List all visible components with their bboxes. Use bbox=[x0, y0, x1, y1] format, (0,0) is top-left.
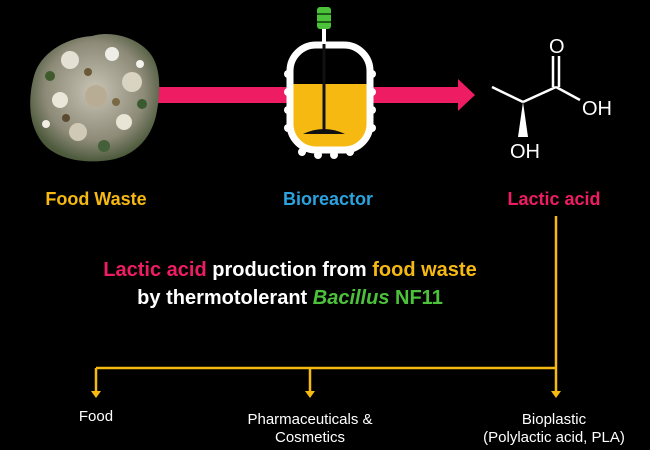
headline-line-2: by thermotolerant Bacillus NF11 bbox=[0, 284, 580, 312]
headline-lactic-acid: Lactic acid bbox=[103, 259, 207, 281]
acid-hydroxyl-label: OH bbox=[582, 98, 612, 120]
headline-bacillus: Bacillus bbox=[312, 287, 390, 309]
application-pharma-line-1: Pharmaceuticals & bbox=[247, 411, 373, 428]
application-pharmaceuticals: Pharmaceuticals &Cosmetics bbox=[247, 411, 372, 447]
application-food-text: Food bbox=[78, 408, 114, 425]
bioreactor-label: Bioreactor bbox=[282, 189, 374, 209]
lactic-acid-structure-icon: O OH OH bbox=[491, 36, 612, 163]
application-pharma-line-2: Cosmetics bbox=[274, 429, 345, 446]
application-connectors bbox=[94, 216, 558, 392]
headline-strain: NF11 bbox=[389, 287, 443, 309]
food-waste-pile-icon bbox=[30, 34, 160, 162]
food-waste-label: Food Waste bbox=[45, 189, 147, 209]
application-food: Food bbox=[79, 408, 113, 426]
application-arrowheads bbox=[91, 391, 561, 398]
alpha-hydroxyl-label: OH bbox=[510, 141, 540, 163]
headline-line-1: Lactic acid production from food waste bbox=[0, 256, 580, 284]
bioreactor-vessel-icon bbox=[284, 7, 376, 159]
carbonyl-oxygen-label: O bbox=[549, 36, 565, 58]
application-bioplastic-line-1: Bioplastic bbox=[521, 411, 587, 428]
application-bioplastic: Bioplastic(Polylactic acid, PLA) bbox=[483, 411, 625, 447]
headline-by-thermotolerant: by thermotolerant bbox=[137, 287, 313, 309]
flow-arrow-2-shaft bbox=[370, 87, 462, 103]
flow-arrow-1 bbox=[158, 87, 290, 103]
headline-food-waste: food waste bbox=[372, 259, 477, 281]
application-bioplastic-line-2: (Polylactic acid, PLA) bbox=[483, 429, 625, 446]
headline-production-from: production from bbox=[206, 259, 373, 281]
flow-arrow-2-head bbox=[458, 79, 475, 111]
lactic-acid-label: Lactic acid bbox=[507, 189, 601, 209]
